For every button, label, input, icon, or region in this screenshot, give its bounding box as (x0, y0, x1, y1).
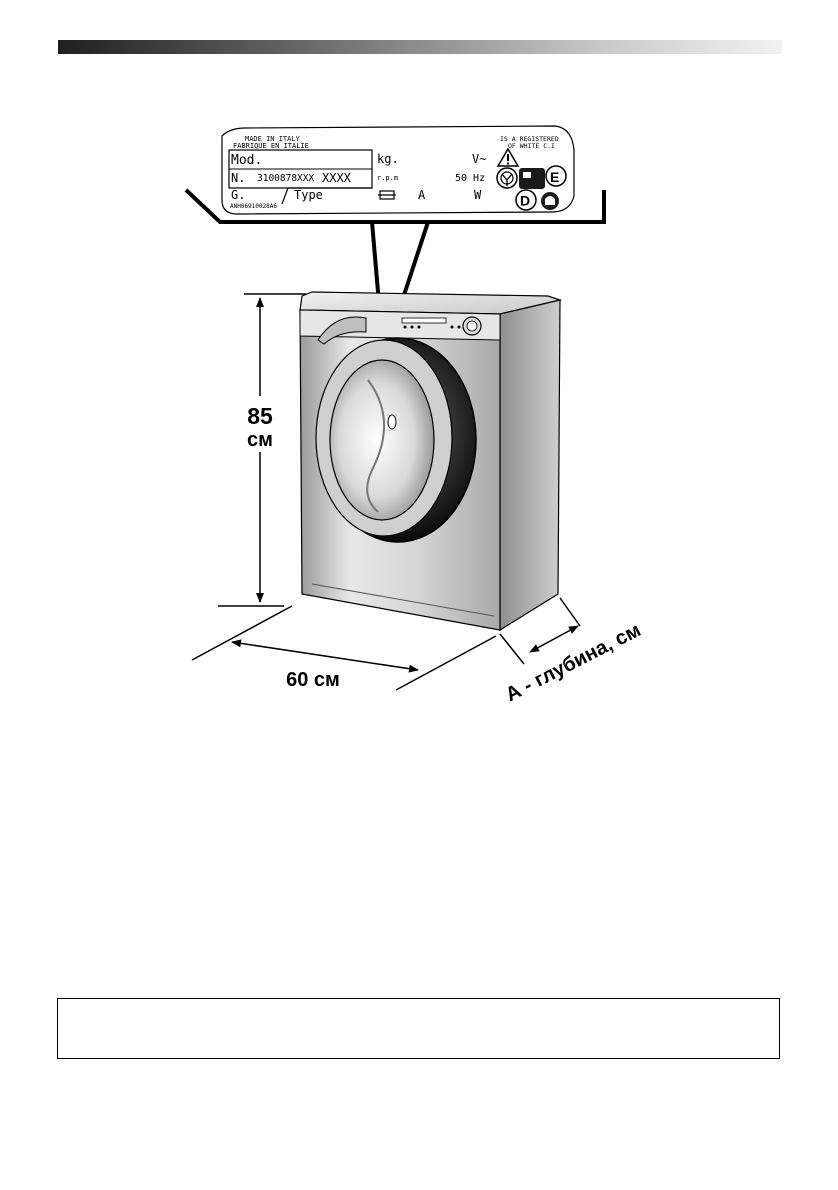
label-made-in-1: MADE IN ITALY (245, 135, 301, 143)
label-serial-suffix: XXXX (322, 171, 352, 185)
height-value: 85 (247, 403, 273, 429)
label-watt: W (474, 188, 482, 202)
country-mark-icon (519, 168, 545, 189)
approval-mark-icon (496, 167, 518, 189)
label-serial-number: 3100878XXX (257, 173, 314, 184)
detergent-drawer (317, 316, 367, 345)
note-box (57, 998, 780, 1059)
label-rpm: r.p.m (377, 174, 398, 182)
label-kg: kg. (377, 152, 399, 166)
label-volt: V~ (472, 152, 486, 166)
washer-door (315, 337, 477, 543)
label-serial-prefix: N. (231, 171, 245, 185)
e-mark-icon: E (545, 165, 567, 187)
washing-machine-figure: MADE IN ITALY FABRIQUE EN ITALIE IS A RE… (184, 125, 644, 706)
fuse-icon (378, 190, 396, 200)
program-knob (462, 316, 482, 336)
svg-text:D: D (520, 193, 530, 209)
label-registered-2: OF WHITE C.I (508, 142, 555, 150)
label-amp: A (418, 188, 426, 202)
label-registered-1: IS A REGISTERED (500, 135, 559, 143)
label-mod: Mod. (231, 153, 262, 168)
width-label: 60 см (286, 669, 340, 691)
label-g: G. (231, 188, 245, 202)
safety-mark-icon (541, 192, 559, 210)
warning-icon (496, 147, 520, 167)
label-hz: 50 Hz (455, 173, 485, 184)
washing-machine (299, 291, 563, 632)
header-bar (58, 40, 782, 54)
height-unit: см (247, 429, 273, 451)
label-type: Type (294, 188, 323, 202)
svg-text:E: E (550, 169, 559, 185)
height-dimension: 85 см (218, 293, 306, 607)
control-buttons (401, 317, 461, 329)
label-made-in-2: FABRIQUE EN ITALIE (233, 142, 309, 150)
d-mark-icon: D (515, 189, 537, 211)
width-dimension: 60 см (191, 605, 497, 691)
label-code: ANH06910028A6 (230, 203, 277, 210)
rating-label: MADE IN ITALY FABRIQUE EN ITALIE IS A RE… (221, 125, 575, 215)
